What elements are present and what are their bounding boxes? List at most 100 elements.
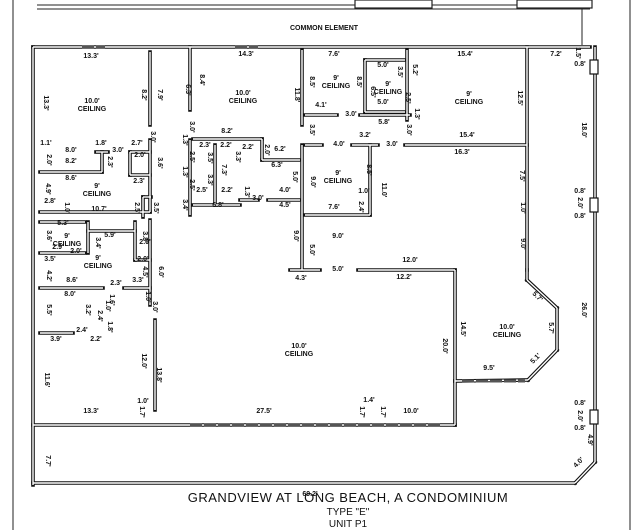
dimension-label: 2.0' [137, 256, 149, 263]
dimension-label: 4.0' [333, 141, 345, 148]
dimension-label: 2.0' [263, 144, 270, 156]
dimension-label: 7.6' [328, 204, 340, 211]
dimension-label: 8.2' [65, 158, 77, 165]
dimension-label: 6.0' [157, 266, 164, 278]
dimension-label: 1.8' [106, 321, 113, 333]
dimension-label: 9.0' [519, 238, 526, 250]
dimension-label: 3.0' [151, 301, 158, 313]
dimension-label: 1.0' [63, 202, 70, 214]
dimension-label: 5.8' [378, 119, 390, 126]
dimension-label: 1.6' [108, 294, 115, 306]
dimension-label: 2.2' [220, 142, 232, 149]
dimension-label: 8.5' [365, 164, 372, 176]
dimension-label: 26.0' [580, 302, 587, 318]
dimension-label: 8.4' [198, 74, 205, 86]
walls [12, 0, 631, 530]
ceiling-label: CEILING [78, 106, 107, 113]
ceiling-height: 10.0' [235, 90, 251, 97]
column [589, 59, 599, 75]
dimension-label: 8.6' [66, 277, 78, 284]
dimension-label: 2.4' [76, 327, 88, 334]
wall-core [574, 461, 596, 484]
dimension-label: 5.1' [529, 352, 542, 365]
dimension-label: 16.3' [454, 149, 470, 156]
ceiling-label: CEILING [455, 99, 484, 106]
dimension-label: 5.2' [411, 64, 418, 76]
dimension-label: 2.2' [90, 336, 102, 343]
dimension-label: 2.0' [576, 197, 583, 209]
dimension-label: 1.3' [181, 166, 188, 178]
dimension-label: 2.0' [576, 410, 583, 422]
dimension-label: 1.0' [137, 398, 149, 405]
dimension-label: 8.0' [65, 147, 77, 154]
dimension-label: 14.5' [459, 321, 466, 337]
column [589, 409, 599, 425]
ceiling-label: CEILING [322, 83, 351, 90]
unit-number: UNIT P1 [329, 519, 368, 530]
dimension-label: 14.3' [238, 51, 254, 58]
dimension-label: 8.0' [64, 291, 76, 298]
dimension-label: 3.0' [345, 111, 357, 118]
ceiling-label: CEILING [324, 178, 353, 185]
dimension-label: 13.3' [42, 95, 49, 111]
dimension-label: 7.9' [156, 89, 163, 101]
dimension-label: 4.0' [279, 187, 291, 194]
dimension-label: 1.3' [243, 186, 250, 198]
dimension-label: 1.3' [181, 134, 188, 146]
dimension-label: 3.3' [234, 151, 241, 163]
dimension-label: 2.0' [45, 154, 52, 166]
ceiling-label: CEILING [285, 351, 314, 358]
dimension-label: 0.8' [574, 400, 586, 407]
ceiling-label: CEILING [53, 241, 82, 248]
dimension-label: 2.3' [110, 280, 122, 287]
dimension-label: 0.8' [574, 188, 586, 195]
ceiling-label: CEILING [374, 89, 403, 96]
dimension-label: 7.6' [328, 51, 340, 58]
dimension-label: 3.0' [112, 147, 124, 154]
dimension-label: 4.2' [45, 270, 52, 282]
dimension-label: 7.5' [518, 170, 525, 182]
dimension-label: 1.5' [574, 47, 581, 59]
dimension-label: 5.5' [45, 304, 52, 316]
dimension-label: 1.7' [379, 406, 386, 418]
dimension-label: 69.2' [302, 491, 318, 498]
dimension-label: 5.0' [332, 266, 344, 273]
dimension-label: 3.6' [156, 157, 163, 169]
dimension-label: 3.5' [308, 124, 315, 136]
common-element-label: COMMON ELEMENT [290, 25, 359, 32]
dimension-label: 3.0' [386, 141, 398, 148]
dimension-label: 0.8' [574, 61, 586, 68]
dimension-label: 13.8' [155, 367, 162, 383]
adjacent-building [354, 0, 433, 9]
dimension-label: 4.9' [586, 434, 593, 446]
dimension-label: 1.3' [413, 108, 420, 120]
dimension-label: 1.8' [95, 140, 107, 147]
dimension-label: 2.8' [44, 198, 56, 205]
dimension-label: 12.0' [402, 257, 418, 264]
dimension-label: 8.2' [140, 89, 147, 101]
dimension-label: 5.9' [104, 232, 116, 239]
dimension-label: 9.0' [292, 230, 299, 242]
ceiling-label: CEILING [229, 98, 258, 105]
dimension-label: 2.5' [404, 92, 411, 104]
dimension-label: 2.0' [139, 239, 151, 246]
dimension-label: 6.2' [274, 146, 286, 153]
ceiling-height: 9' [466, 91, 472, 98]
ceiling-label: CEILING [493, 332, 522, 339]
wall-core [526, 279, 558, 309]
dimension-label: 2.2' [242, 144, 254, 151]
dimension-label: 3.5' [152, 202, 159, 214]
dimension-label: 9.5' [483, 365, 495, 372]
dimension-label: 1.7' [358, 406, 365, 418]
ceiling-label: CEILING [83, 191, 112, 198]
dimension-label: 2.4' [96, 310, 103, 322]
dimension-label: 3.4' [94, 237, 101, 249]
ceiling-height: 10.0' [291, 343, 307, 350]
dimension-labels: 13.3'13.3'8.2'7.9'1.1'8.0'1.8'3.0'2.7'2.… [40, 47, 593, 498]
dimension-label: 2.7' [131, 140, 143, 147]
dimension-label: 1.4' [363, 397, 375, 404]
dimension-label: 15.4' [457, 51, 473, 58]
dimension-label: 10.0' [403, 408, 419, 415]
